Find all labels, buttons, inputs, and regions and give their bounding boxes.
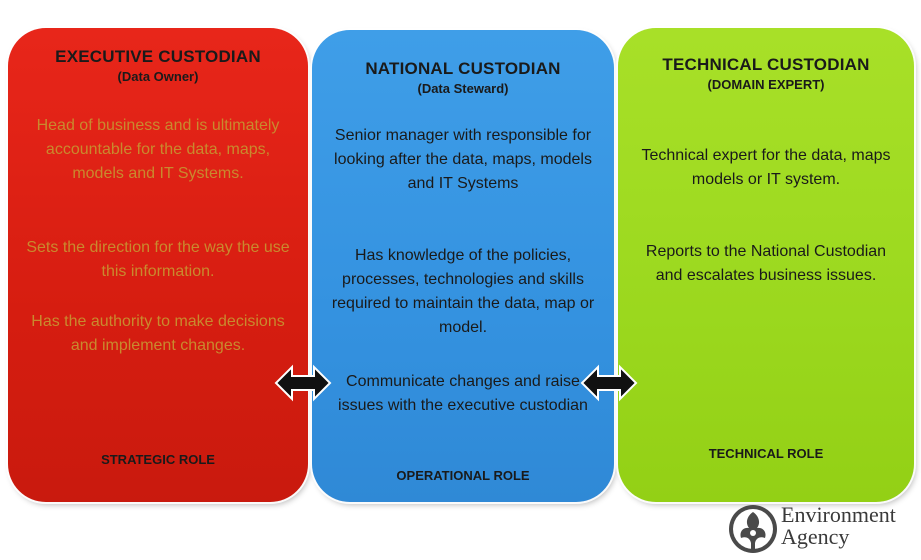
national-custodian-card: NATIONAL CUSTODIAN (Data Steward) Senior… bbox=[312, 30, 614, 502]
logo-line-2: Agency bbox=[781, 524, 850, 549]
logo-wordmark: Environment Agency bbox=[781, 504, 896, 548]
national-paragraph-3: Communicate changes and raise issues wit… bbox=[338, 373, 588, 414]
environment-agency-logo: Environment Agency bbox=[727, 503, 913, 555]
executive-header: EXECUTIVE CUSTODIAN (Data Owner) bbox=[26, 46, 290, 86]
technical-header: TECHNICAL CUSTODIAN (DOMAIN EXPERT) bbox=[636, 54, 896, 94]
national-paragraph-2: Has knowledge of the policies, processes… bbox=[331, 247, 595, 336]
executive-paragraph-1: Head of business and is ultimately accou… bbox=[36, 117, 280, 182]
environment-agency-emblem-icon bbox=[729, 505, 777, 553]
national-role-label: OPERATIONAL ROLE bbox=[396, 468, 530, 483]
national-title: NATIONAL CUSTODIAN bbox=[365, 59, 561, 78]
national-header: NATIONAL CUSTODIAN (Data Steward) bbox=[330, 58, 596, 98]
double-arrow-icon bbox=[580, 364, 638, 402]
executive-subtitle: (Data Owner) bbox=[117, 69, 199, 84]
technical-title: TECHNICAL CUSTODIAN bbox=[662, 55, 870, 74]
executive-custodian-card: EXECUTIVE CUSTODIAN (Data Owner) Head of… bbox=[8, 28, 308, 502]
executive-paragraph-3: Has the authority to make decisions and … bbox=[31, 313, 285, 354]
technical-subtitle: (DOMAIN EXPERT) bbox=[707, 77, 825, 92]
national-paragraph-1: Senior manager with responsible for look… bbox=[334, 127, 592, 192]
executive-title: EXECUTIVE CUSTODIAN bbox=[55, 47, 261, 66]
technical-role-label: TECHNICAL ROLE bbox=[708, 446, 824, 461]
double-arrow-icon bbox=[274, 364, 332, 402]
national-subtitle: (Data Steward) bbox=[417, 81, 509, 96]
executive-role-label: STRATEGIC ROLE bbox=[101, 452, 215, 467]
executive-paragraph-2: Sets the direction for the way the use t… bbox=[26, 239, 290, 280]
logo-line-1: Environment bbox=[781, 502, 896, 527]
technical-paragraph-2: Reports to the National Custodian and es… bbox=[645, 243, 887, 284]
technical-custodian-card: TECHNICAL CUSTODIAN (DOMAIN EXPERT) Tech… bbox=[618, 28, 914, 502]
technical-paragraph-1: Technical expert for the data, maps mode… bbox=[641, 147, 891, 188]
